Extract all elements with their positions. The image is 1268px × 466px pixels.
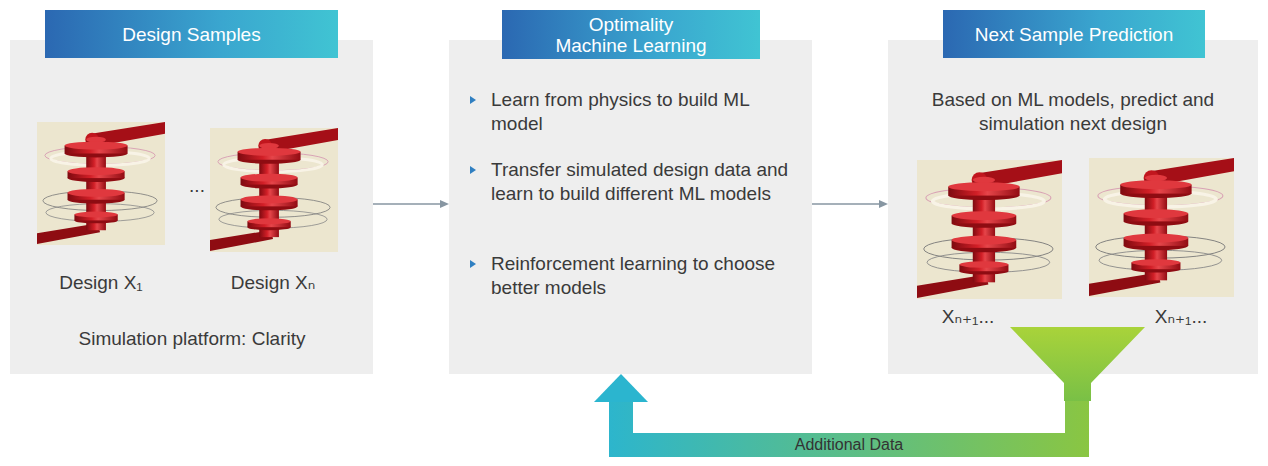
header-tab: Optimality Machine Learning xyxy=(502,10,760,59)
header-title: Design Samples xyxy=(122,24,260,45)
header-tab: Design Samples xyxy=(45,10,338,58)
bullet-marker xyxy=(470,96,476,104)
platform-note: Simulation platform: Clarity xyxy=(78,327,305,351)
header-tab: Next Sample Prediction xyxy=(943,10,1205,58)
bullet-text: Learn from physics to build ML model xyxy=(491,88,791,136)
header-title: Next Sample Prediction xyxy=(975,24,1174,45)
ellipsis-mark: ... xyxy=(189,174,205,198)
data-funnel xyxy=(1010,327,1145,401)
coil-illustration xyxy=(917,160,1062,299)
header-title: Optimality Machine Learning xyxy=(553,14,709,56)
flow-connector xyxy=(594,334,1077,445)
design-caption: Design X₁ xyxy=(59,271,143,295)
panel-description: Based on ML models, predict and simulati… xyxy=(931,88,1216,136)
bullet-marker xyxy=(470,260,476,268)
bullet-text: Transfer simulated design data and learn… xyxy=(491,158,791,206)
design-caption: Xₙ₊₁... xyxy=(1155,305,1208,329)
bullet-marker xyxy=(470,166,476,174)
design-caption: Xₙ₊₁... xyxy=(942,305,995,329)
bullet-text: Reinforcement learning to choose better … xyxy=(491,252,791,300)
coil-illustration xyxy=(210,128,338,252)
design-caption: Design Xₙ xyxy=(231,271,316,295)
connector-label: Additional Data xyxy=(795,436,904,454)
coil-illustration xyxy=(1089,158,1234,297)
flow-connector xyxy=(812,200,888,208)
coil-illustration xyxy=(37,122,165,245)
ml-panel: Learn from physics to build ML modelTran… xyxy=(449,40,812,374)
flow-connector xyxy=(373,200,449,208)
